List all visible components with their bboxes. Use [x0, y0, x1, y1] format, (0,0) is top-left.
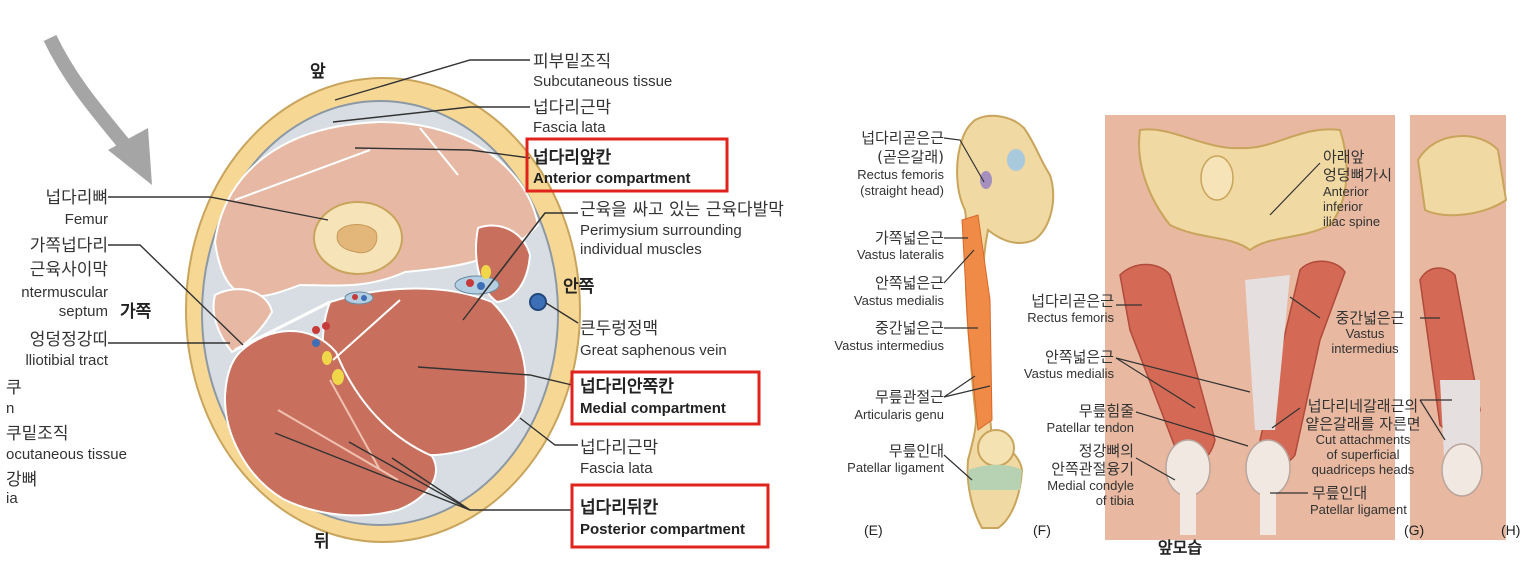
medial-compartment-box: [570, 370, 761, 426]
cut-label-5: 강뼈: [6, 470, 37, 490]
cross-section-diagram: 앞 뒤 안쪽 가쪽 피부밑조직 Subcutaneous tissue 넙다리근…: [6, 34, 784, 552]
vastus-medialis-e-en: Vastus medialis: [854, 293, 945, 308]
perimysium-label-en1: Perimysium surrounding: [580, 222, 742, 239]
vastus-intermedius-e-en: Vastus intermedius: [834, 338, 944, 353]
vastus-intermedius-e-ko: 중간넓은근: [875, 319, 944, 337]
vastus-intermedius-h-ko: 중간넓은근: [1335, 309, 1404, 327]
anterior-view-diagram: 넙다리곧은근 (곧은갈래) Rectus femoris (straight h…: [834, 114, 1520, 557]
intermuscular-label-ko1: 가쪽넙다리: [30, 236, 108, 256]
aiis-en1: Anterior: [1323, 184, 1369, 199]
anterior-label-en: Anterior compartment: [533, 170, 691, 187]
patellar-ligament-e-en: Patellar ligament: [847, 460, 944, 475]
cut-label-1: 쿠: [6, 378, 22, 398]
iliotibial-label-en: lliotibial tract: [25, 352, 108, 369]
medial-label-ko: 넙다리안쪽칸: [580, 377, 674, 397]
rectus-femoris-head-en2: (straight head): [860, 183, 944, 198]
panel-e-label: (E): [864, 522, 883, 538]
cut-label-4: ocutaneous tissue: [6, 446, 127, 463]
cut-label-2: n: [6, 400, 14, 417]
iliotibial-label-ko: 엉덩정강띠: [30, 330, 108, 350]
articularis-ko: 무릎관절근: [875, 388, 944, 406]
perimysium-label-ko: 근육을 싸고 있는 근육다발막: [580, 200, 784, 220]
posterior-compartment-box: [570, 483, 770, 549]
intermuscular-label-ko2: 근육사이막: [30, 260, 109, 280]
panel-h-label: (H): [1501, 522, 1520, 538]
vastus-medialis-g-en: Vastus medialis: [1024, 366, 1115, 381]
intermuscular-label-en2: septum: [59, 303, 108, 320]
patellar-tendon-ko: 무릎힘줄: [1079, 402, 1134, 420]
panel-g-label: (G): [1404, 522, 1424, 538]
orient-medial: 안쪽: [563, 277, 595, 297]
orient-back: 뒤: [314, 531, 330, 552]
cut-attach-en2: of superficial: [1327, 447, 1400, 462]
fascia-lata-bottom-label-en: Fascia lata: [580, 460, 653, 477]
cut-label-3: 쿠밑조직: [6, 424, 69, 444]
vastus-intermedius-h-en2: intermedius: [1331, 341, 1399, 356]
orient-lateral: 가쪽: [120, 302, 152, 322]
articularis-en: Articularis genu: [854, 407, 944, 422]
aiis-en3: iliac spine: [1323, 214, 1380, 229]
rectus-femoris-en: Rectus femoris: [1027, 310, 1114, 325]
aiis-ko1: 아래앞: [1323, 148, 1365, 166]
deep-quadriceps-illustration: [1410, 115, 1508, 540]
posterior-compartment-shape: [223, 330, 437, 517]
rectus-femoris-head-en1: Rectus femoris: [857, 167, 944, 182]
patellar-ligament-g-ko: 무릎인대: [1312, 484, 1367, 502]
femur-illustration: [956, 114, 1055, 529]
femur-marrow: [336, 224, 378, 254]
fascia-lata-top-label-ko: 넙다리근막: [533, 98, 612, 118]
anterior-compartment-box: [525, 137, 729, 193]
vastus-lateralis-ko: 가쪽넓은근: [875, 229, 944, 247]
medial-condyle-ko1: 정강뼈의: [1079, 442, 1134, 460]
fascia-lata-bottom-label-ko: 넙다리근막: [580, 438, 659, 458]
perimysium-label-en2: individual muscles: [580, 241, 702, 258]
panel-f-label: (F): [1033, 522, 1051, 538]
cut-label-6: ia: [6, 490, 18, 507]
vastus-medialis-g-ko: 안쪽넓은근: [1045, 348, 1114, 366]
femur-label-ko: 넙다리뼈: [45, 188, 108, 208]
subcutaneous-label-en: Subcutaneous tissue: [533, 73, 672, 90]
rectus-femoris-head-ko2: (곧은갈래): [877, 148, 944, 166]
aiis-ko2: 엉덩뼈가시: [1323, 166, 1392, 184]
posterior-label-en: Posterior compartment: [580, 521, 745, 538]
cut-attach-ko1: 넙다리네갈래근의: [1308, 397, 1418, 415]
orient-front: 앞: [310, 62, 326, 82]
vastus-intermedius-h-en1: Vastus: [1346, 326, 1385, 341]
cut-attach-en3: quadriceps heads: [1312, 462, 1415, 477]
aiis-en2: inferior: [1323, 199, 1363, 214]
anterior-view-caption: 앞모습: [1158, 538, 1202, 557]
patellar-ligament-g-en: Patellar ligament: [1310, 502, 1407, 517]
patellar-ligament-e-ko: 무릎인대: [889, 442, 944, 460]
subcutaneous-label-ko: 피부밑조직: [533, 52, 611, 72]
medial-condyle-en2: of tibia: [1096, 493, 1135, 508]
cut-attach-ko2: 얕은갈래를 자른면: [1305, 415, 1420, 433]
fascia-lata-top-label-en: Fascia lata: [533, 119, 606, 136]
curved-arrow-icon: [43, 34, 141, 163]
rectus-femoris-ko: 넙다리곧은근: [1031, 292, 1114, 310]
legs-front-illustration: [1105, 115, 1395, 540]
posterior-lateral-shape: [212, 288, 274, 354]
vastus-medialis-e-ko: 안쪽넓은근: [875, 274, 944, 292]
patellar-tendon-en: Patellar tendon: [1047, 420, 1134, 435]
saphenous-label-ko: 큰두렁정맥: [580, 319, 658, 339]
intermuscular-label-en1: ntermuscular: [21, 284, 108, 301]
great-saphenous-vein-shape: [529, 293, 547, 311]
medial-label-en: Medial compartment: [580, 400, 726, 417]
rectus-femoris-head-ko1: 넙다리곧은근: [861, 129, 944, 147]
medial-condyle-ko2: 안쪽관절융기: [1051, 460, 1134, 478]
medial-condyle-en1: Medial condyle: [1047, 478, 1134, 493]
anterior-label-ko: 넙다리앞칸: [533, 148, 612, 168]
cut-attach-en1: Cut attachments: [1316, 432, 1411, 447]
vastus-lateralis-en: Vastus lateralis: [857, 247, 945, 262]
femur-label-en: Femur: [65, 211, 108, 228]
arrow-head-icon: [108, 128, 152, 185]
saphenous-label-en: Great saphenous vein: [580, 342, 727, 359]
posterior-label-ko: 넙다리뒤칸: [580, 497, 659, 518]
